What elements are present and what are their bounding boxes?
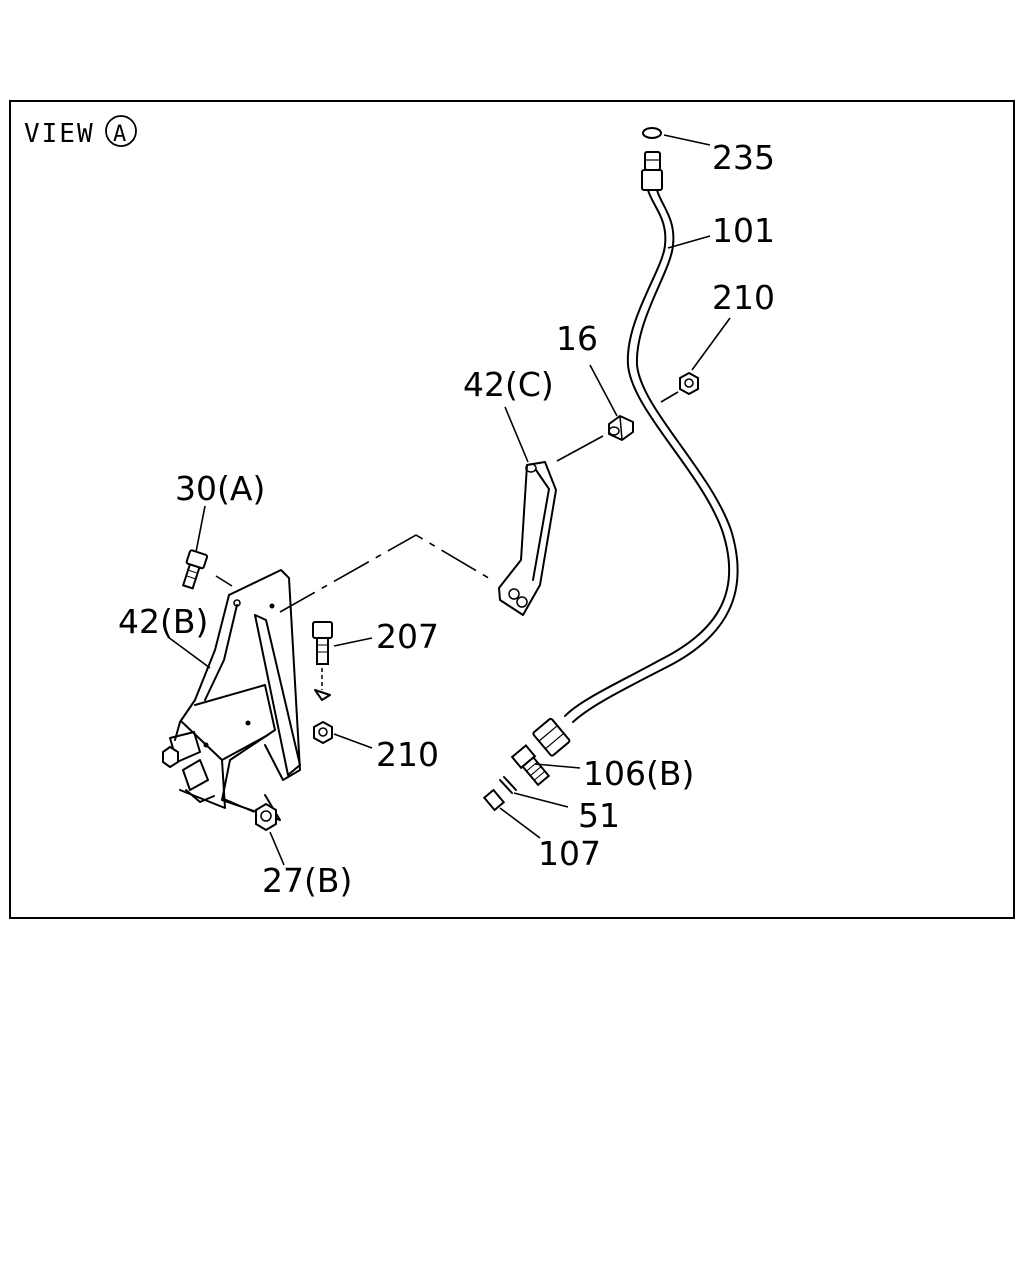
leader-106b bbox=[534, 763, 581, 769]
top-fitting bbox=[644, 151, 661, 171]
leader-42b bbox=[167, 636, 211, 669]
view-marker: A bbox=[105, 115, 137, 147]
view-label: VIEW bbox=[24, 119, 95, 149]
leader-101 bbox=[667, 235, 711, 249]
callout-42c: 42(C) bbox=[463, 365, 554, 404]
alignment-line bbox=[279, 534, 493, 613]
nut-210-bottom bbox=[313, 720, 333, 745]
callout-235: 235 bbox=[712, 138, 775, 177]
callout-107: 107 bbox=[538, 834, 601, 873]
leader-210-top bbox=[691, 317, 731, 371]
leader-42c bbox=[504, 406, 529, 463]
leader-27b bbox=[269, 831, 285, 866]
leader-51 bbox=[513, 792, 569, 808]
callout-106b: 106(B) bbox=[583, 754, 694, 793]
pipe-101 bbox=[482, 127, 739, 812]
lower-fitting bbox=[532, 717, 571, 757]
leader-107 bbox=[499, 807, 541, 839]
callout-210-bottom: 210 bbox=[376, 735, 439, 774]
clip-16 bbox=[608, 415, 634, 441]
callout-30a: 30(A) bbox=[175, 469, 265, 508]
callout-207: 207 bbox=[376, 617, 439, 656]
callout-101: 101 bbox=[712, 211, 775, 250]
bolt-207 bbox=[312, 621, 333, 690]
o-ring-235 bbox=[642, 127, 662, 139]
callout-16: 16 bbox=[556, 319, 598, 358]
callout-27b: 27(B) bbox=[262, 861, 352, 900]
callout-42b: 42(B) bbox=[118, 602, 208, 641]
leader-235 bbox=[663, 134, 711, 146]
callout-210-top: 210 bbox=[712, 278, 775, 317]
bracket-42c bbox=[498, 461, 557, 616]
washer-51 bbox=[499, 776, 517, 794]
leader-207 bbox=[333, 637, 373, 647]
bolt-106b bbox=[510, 744, 551, 787]
bracket-42b bbox=[162, 569, 331, 821]
bolt-30a bbox=[181, 549, 209, 590]
leader-30a bbox=[195, 505, 206, 553]
leader-210-bottom bbox=[333, 733, 373, 749]
callout-51: 51 bbox=[578, 796, 620, 835]
nut-210-top bbox=[679, 371, 699, 396]
view-marker-letter: A bbox=[113, 122, 126, 147]
leader-16 bbox=[589, 364, 618, 417]
screw-107 bbox=[482, 788, 506, 812]
diagram-frame bbox=[9, 100, 1015, 919]
nut-27b bbox=[255, 802, 277, 832]
